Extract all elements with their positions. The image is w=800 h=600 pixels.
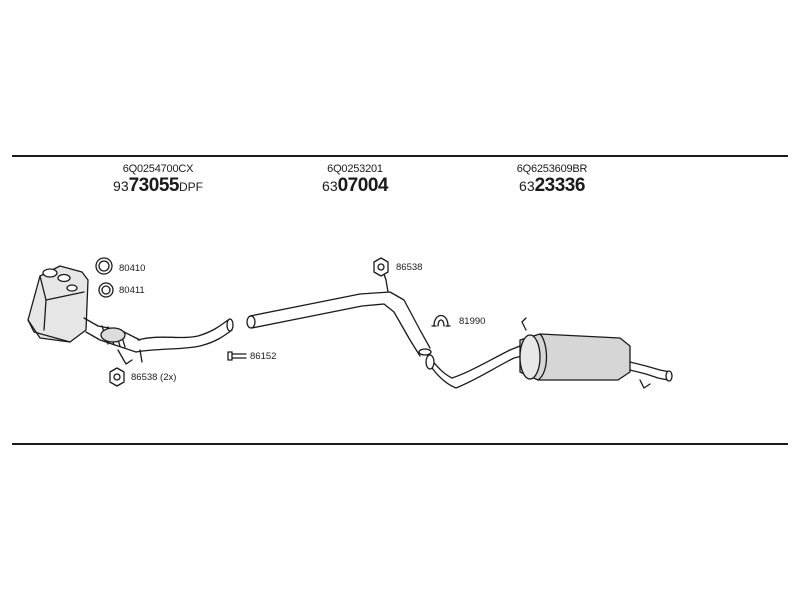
callout-nut-86538: 86538 — [396, 262, 423, 273]
callout-gasket-80411: 80411 — [119, 285, 145, 296]
part-header-middle-pipe: 6Q0253201 6307004 — [322, 162, 388, 197]
callout-hanger-81990: 81990 — [459, 316, 486, 327]
part-code: 6307004 — [322, 176, 388, 197]
part-header-rear-silencer: 6Q6253609BR 6323336 — [517, 162, 588, 197]
part-code-main: 07004 — [337, 175, 389, 196]
callout-nut-86538-2x: 86538 (2x) — [131, 372, 177, 383]
oe-number: 6Q6253609BR — [516, 163, 588, 175]
top-divider-line — [12, 155, 788, 157]
nut-icon-lower — [109, 367, 125, 387]
bottom-divider-line — [12, 443, 788, 445]
part-code: 9373055DPF — [113, 176, 203, 197]
part-code: 6323336 — [517, 176, 588, 197]
part-code-main: 73055 — [128, 175, 180, 196]
part-code-prefix: 63 — [322, 178, 338, 194]
nut-icon-upper — [373, 257, 389, 277]
dpf-unit-drawing — [27, 265, 234, 365]
rubber-hanger-icon — [431, 314, 451, 327]
part-header-dpf: 6Q0254700CX 9373055DPF — [113, 162, 203, 197]
oe-number: 6Q0254700CX — [122, 163, 194, 175]
callout-clamp-86152: 86152 — [250, 351, 277, 362]
oe-number: 6Q0253201 — [327, 163, 383, 175]
rear-silencer-drawing — [425, 317, 673, 389]
callout-gasket-80410: 80410 — [119, 263, 146, 274]
gasket-ring-drawings — [95, 257, 114, 298]
part-code-prefix: 63 — [519, 178, 535, 194]
part-code-main: 23336 — [534, 175, 586, 196]
part-code-suffix: DPF — [178, 180, 203, 194]
part-code-prefix: 93 — [113, 178, 129, 194]
clamp-icon — [227, 351, 247, 361]
middle-pipe-drawing — [246, 273, 432, 357]
